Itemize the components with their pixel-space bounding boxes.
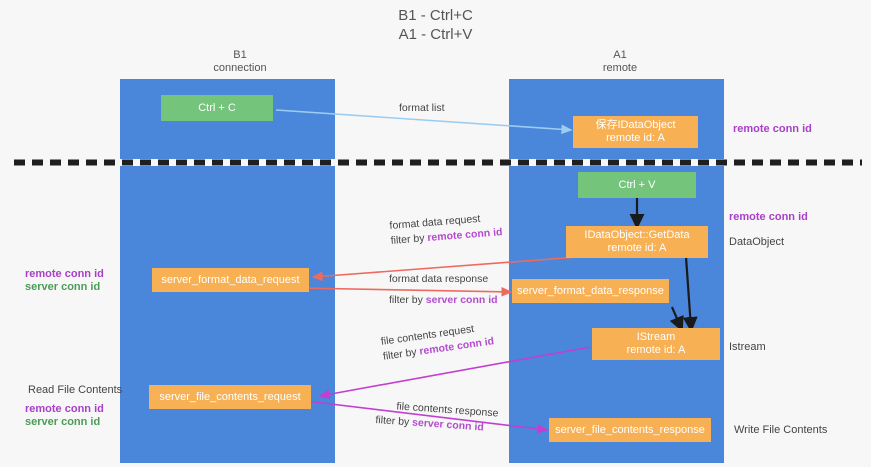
edge-label-format-data-request-prefix: filter by	[390, 232, 428, 247]
edge-label-format-data-response-line1: format data response	[389, 273, 489, 285]
side-label-right-write-file-contents: Write File Contents	[734, 424, 828, 436]
box-server-format-data-response[interactable]: server_format_data_response	[512, 279, 669, 303]
column-header-a1-title: A1	[613, 49, 627, 61]
box-idataobject-getdata[interactable]: IDataObject::GetData remote id: A	[566, 226, 708, 258]
page-title-line-2: A1 - Ctrl+V	[398, 26, 473, 43]
edge-label-format-list: format list	[399, 102, 445, 114]
box-ctrl-c[interactable]: Ctrl + C	[161, 95, 273, 121]
page-title-line-1: B1 - Ctrl+C	[398, 7, 473, 24]
side-label-right-remote-conn-id-middle: remote conn id	[729, 211, 808, 223]
box-server-format-data-request[interactable]: server_format_data_request	[152, 268, 309, 292]
box-save-idataobject[interactable]: 保存IDataObject remote id: A	[573, 116, 698, 148]
edge-label-file-contents-response: file contents response filter by server …	[375, 398, 499, 436]
column-header-b1: B1 connection	[140, 49, 340, 75]
box-server-file-contents-response[interactable]: server_file_contents_response	[549, 418, 711, 442]
page-title: B1 - Ctrl+C A1 - Ctrl+V	[0, 6, 871, 44]
column-header-b1-subtitle: connection	[213, 62, 267, 74]
box-ctrl-v[interactable]: Ctrl + V	[578, 172, 696, 198]
box-server-file-contents-request[interactable]: server_file_contents_request	[149, 385, 311, 409]
column-header-a1-subtitle: remote	[602, 62, 638, 74]
edge-label-file-contents-response-highlight: server conn id	[411, 416, 485, 434]
edge-label-format-data-response-line2: filter by server conn id	[389, 293, 498, 308]
side-label-left-server-conn-id-middle: server conn id	[25, 281, 101, 293]
side-label-left-remote-conn-id-bottom: remote conn id	[25, 403, 104, 415]
lane-b1-bottom	[120, 166, 335, 463]
side-label-right-istream: Istream	[729, 341, 766, 353]
edge-label-format-data-response-highlight: server conn id	[425, 294, 498, 306]
side-label-left-server-conn-id-bottom: server conn id	[25, 416, 101, 428]
edge-label-format-data-response: format data response filter by server co…	[389, 272, 498, 308]
edge-label-file-contents-request-prefix: filter by	[382, 345, 421, 363]
side-label-left-remote-conn-id-middle: remote conn id	[25, 268, 104, 280]
edge-label-file-contents-request: file contents request filter by remote c…	[380, 319, 495, 364]
column-header-a1: A1 remote	[520, 49, 720, 75]
edge-label-format-data-response-prefix: filter by	[389, 294, 426, 306]
side-label-right-dataobject: DataObject	[729, 236, 785, 248]
side-label-right-remote-conn-id-top: remote conn id	[733, 123, 812, 135]
edge-label-format-data-request: format data request filter by remote con…	[389, 210, 503, 249]
column-header-b1-title: B1	[233, 49, 247, 61]
side-label-left-read-file-contents: Read File Contents	[28, 384, 123, 396]
edge-label-file-contents-response-prefix: filter by	[375, 413, 413, 429]
box-istream[interactable]: IStream remote id: A	[592, 328, 720, 360]
